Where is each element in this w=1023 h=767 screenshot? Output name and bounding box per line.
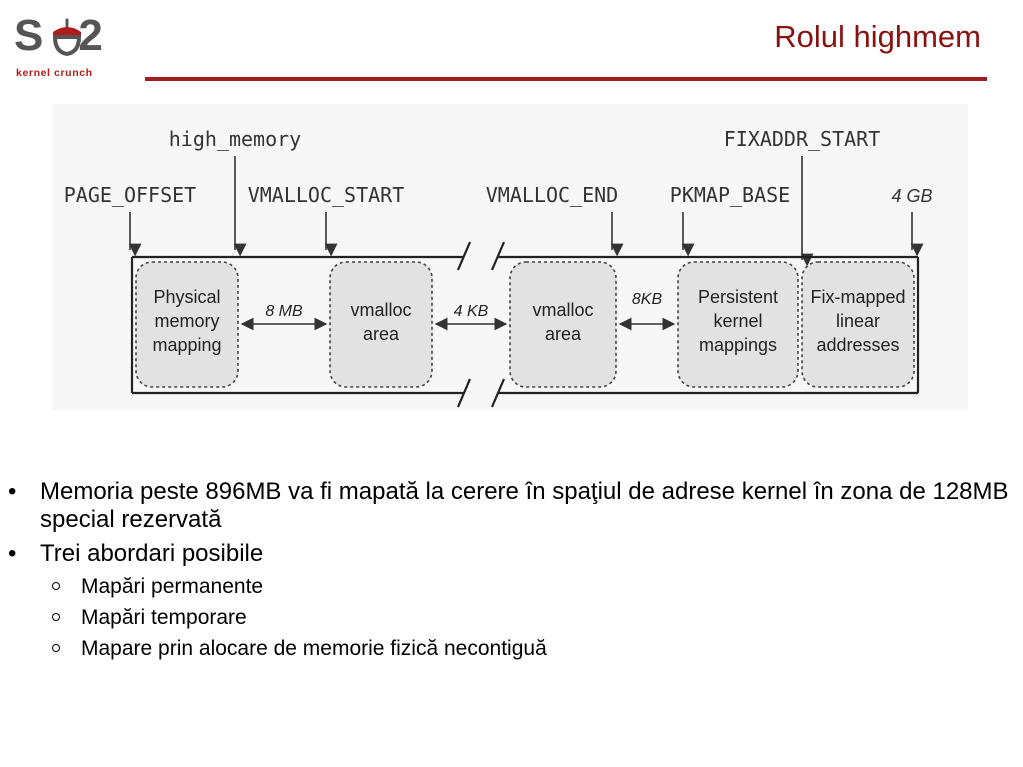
region-fixmapped-line3: addresses xyxy=(816,335,899,355)
region-persistent-kernel xyxy=(677,261,799,388)
region-fix-mapped xyxy=(801,261,915,388)
region-vmalloc2-line1: vmalloc xyxy=(532,300,593,320)
label-fixaddr-start: FIXADDR_START xyxy=(724,127,881,151)
gap-label-8mb: 8 MB xyxy=(265,303,303,320)
bullet-text-approaches: Trei abordari posibile xyxy=(40,540,264,567)
bullet-item: • Memoria peste 896MB va fi mapată la ce… xyxy=(0,478,1023,534)
region-vmalloc-2 xyxy=(509,261,617,388)
sub-bullet-text-noncontiguous: Mapare prin alocare de memorie fizică ne… xyxy=(81,637,547,660)
region-physical-memory xyxy=(135,261,239,388)
address-arrows xyxy=(128,156,924,267)
bullet-dot-icon: • xyxy=(8,478,17,505)
acorn-icon xyxy=(52,18,82,56)
bullet-list: • Memoria peste 896MB va fi mapată la ce… xyxy=(0,478,1023,667)
region-persistent-line1: Persistent xyxy=(698,287,778,307)
label-4gb: 4 GB xyxy=(891,186,932,206)
bullet-item: • Trei abordari posibile xyxy=(0,540,1023,568)
region-persistent-line2: kernel xyxy=(713,311,762,331)
highmem-address-space-diagram: high_memory FIXADDR_START PAGE_OFFSET VM… xyxy=(52,104,968,410)
memory-regions xyxy=(135,261,915,388)
gap-label-4kb: 4 KB xyxy=(454,303,489,320)
region-fixmapped-line1: Fix-mapped xyxy=(810,287,905,307)
region-physical-line2: memory xyxy=(154,311,219,331)
gap-label-8kb: 8KB xyxy=(632,291,663,308)
region-persistent-line3: mappings xyxy=(699,335,777,355)
label-page-offset: PAGE_OFFSET xyxy=(64,183,196,207)
bullet-text-highmem-mapping: Memoria peste 896MB va fi mapată la cere… xyxy=(40,478,1009,533)
title-divider xyxy=(145,77,987,81)
sub-bullet-text-permanent: Mapări permanente xyxy=(81,575,264,598)
label-high-memory: high_memory xyxy=(169,127,301,151)
region-physical-line1: Physical xyxy=(153,287,220,307)
sub-bullet-circle-icon xyxy=(52,582,60,590)
region-fixmapped-line2: linear xyxy=(836,311,880,331)
sub-bullet-circle-icon xyxy=(52,613,60,621)
label-pkmap-base: PKMAP_BASE xyxy=(670,183,790,207)
region-vmalloc-1 xyxy=(329,261,433,388)
sub-bullet-text-temporary: Mapări temporare xyxy=(81,606,247,629)
sub-bullet-item: Mapări temporare xyxy=(0,605,1023,631)
region-vmalloc1-line1: vmalloc xyxy=(350,300,411,320)
slide-title: Rolul highmem xyxy=(774,19,981,54)
label-vmalloc-start: VMALLOC_START xyxy=(248,183,405,207)
bullet-dot-icon: • xyxy=(8,540,17,567)
region-vmalloc1-line2: area xyxy=(363,324,400,344)
label-vmalloc-end: VMALLOC_END xyxy=(486,183,618,207)
sub-bullet-circle-icon xyxy=(52,644,60,652)
logo-letter-s: S xyxy=(14,11,45,60)
region-vmalloc2-line2: area xyxy=(545,324,582,344)
region-physical-line3: mapping xyxy=(152,335,221,355)
logo-letter-2: 2 xyxy=(78,11,104,60)
sub-bullet-item: Mapări permanente xyxy=(0,574,1023,600)
logo-subtitle: kernel crunch xyxy=(16,67,93,79)
sub-bullet-item: Mapare prin alocare de memorie fizică ne… xyxy=(0,636,1023,662)
address-space-outline xyxy=(130,241,920,408)
